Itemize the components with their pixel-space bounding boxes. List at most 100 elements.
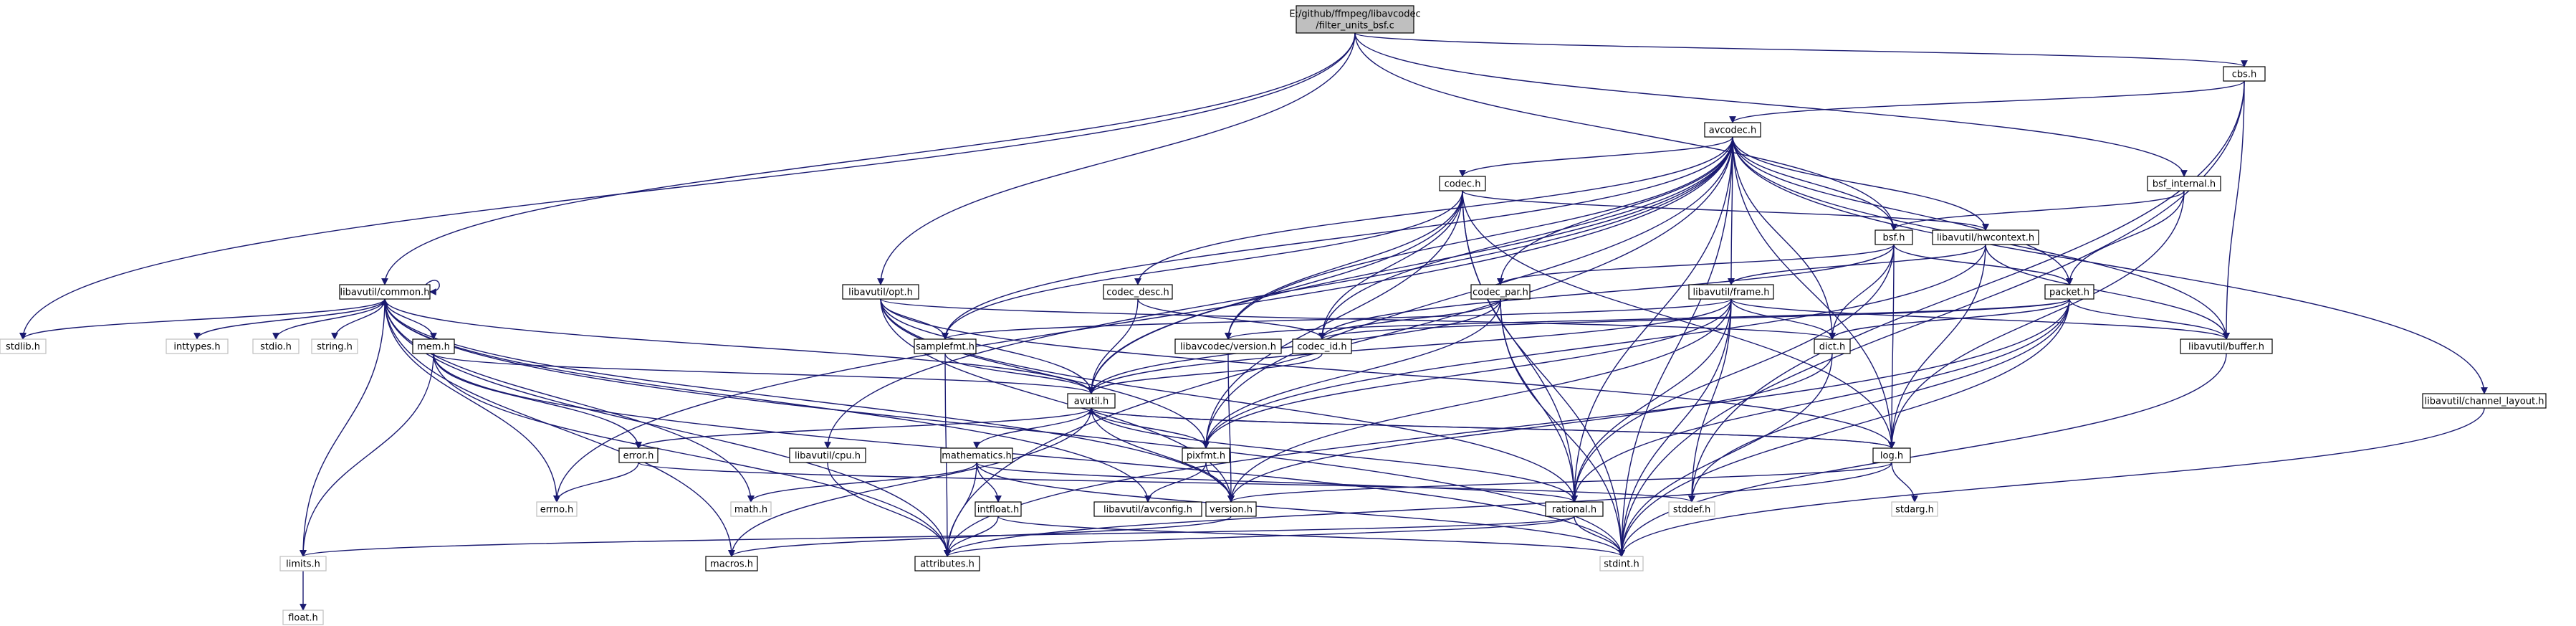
- node-mem-h[interactable]: mem.h: [412, 338, 455, 354]
- node-e-github-ffmpeg-libavcodec-filter-units-bsf-c[interactable]: E:/github/ffmpeg/libavcodec/filter_units…: [1289, 5, 1421, 34]
- node-cbs-h[interactable]: cbs.h: [2223, 66, 2266, 82]
- node-label: libavcodec/version.h: [1180, 342, 1276, 353]
- edge-codec_par-to-rational: [1500, 298, 1578, 503]
- node-attributes-h[interactable]: attributes.h: [914, 556, 980, 572]
- edge-codec-to-codec_id: [1318, 190, 1463, 340]
- node-codec-desc-h[interactable]: codec_desc.h: [1103, 284, 1173, 300]
- edge-root-to-stdlib: [19, 32, 1356, 340]
- node-limits-h: limits.h: [279, 556, 327, 572]
- node-label: limits.h: [286, 559, 320, 570]
- node-box: [1668, 501, 1715, 517]
- edge-error-to-stddef: [638, 462, 1695, 503]
- edge-bsf-to-codec_par: [1497, 244, 1895, 285]
- node-label: error.h: [623, 451, 654, 462]
- node-label: codec_par.h: [1473, 288, 1528, 298]
- node-box: [1093, 501, 1202, 517]
- node-box: [789, 447, 866, 463]
- node-label: libavutil/cpu.h: [795, 451, 861, 462]
- edge-log-to-attributes: [944, 462, 1892, 557]
- edge-packet-to-version_avc: [1225, 298, 2070, 340]
- edge-avutil-to-version: [1091, 407, 1235, 503]
- node-intfloat-h[interactable]: intfloat.h: [975, 501, 1022, 517]
- node-mathematics-h[interactable]: mathematics.h: [940, 447, 1013, 463]
- edge-common-to-stdint: [384, 298, 1625, 557]
- node-version-h[interactable]: version.h: [1205, 501, 1257, 517]
- node-label: codec_id.h: [1297, 342, 1346, 353]
- node-box: [1688, 284, 1774, 300]
- node-libavutil-frame-h[interactable]: libavutil/frame.h: [1688, 284, 1774, 300]
- node-label: stdint.h: [1604, 559, 1639, 570]
- node-libavutil-common-h[interactable]: libavutil/common.h: [339, 284, 431, 300]
- node-rational-h[interactable]: rational.h: [1545, 501, 1604, 517]
- node-box: [730, 501, 772, 517]
- node-label: intfloat.h: [977, 505, 1020, 516]
- edge-packet-to-stddef: [1688, 298, 2070, 503]
- node-libavutil-channel-layout-h[interactable]: libavutil/channel_layout.h: [2422, 393, 2547, 409]
- edge-codec-to-version_avc: [1225, 190, 1463, 340]
- node-label: pixfmt.h: [1187, 451, 1225, 462]
- edge-avcodec-to-dict: [1732, 136, 1836, 340]
- node-bsf-internal-h[interactable]: bsf_internal.h: [2147, 176, 2221, 191]
- node-codec-par-h[interactable]: codec_par.h: [1470, 284, 1531, 300]
- node-stdint-h: stdint.h: [1599, 556, 1644, 572]
- edge-avcodec-to-hwcontext: [1732, 136, 1989, 231]
- node-libavutil-avconfig-h[interactable]: libavutil/avconfig.h: [1093, 501, 1202, 517]
- node-avutil-h[interactable]: avutil.h: [1067, 393, 1116, 409]
- node-pixfmt-h[interactable]: pixfmt.h: [1182, 447, 1230, 463]
- node-label: stdio.h: [260, 342, 292, 353]
- node-box: [2223, 66, 2266, 82]
- node-error-h[interactable]: error.h: [618, 447, 659, 463]
- node-box: [618, 447, 659, 463]
- node-box: [940, 447, 1013, 463]
- edge-hwcontext-to-pixfmt: [1202, 244, 1986, 449]
- edge-root-to-cbs: [1354, 32, 2248, 67]
- node-box: [1599, 556, 1644, 572]
- edge-pixfmt-to-avconfig: [1144, 462, 1207, 503]
- node-libavutil-hwcontext-h[interactable]: libavutil/hwcontext.h: [1932, 229, 2039, 245]
- edge-avutil-to-pixfmt: [1091, 407, 1210, 449]
- edge-frame-to-stddef: [1688, 298, 1732, 503]
- node-inttypes-h: inttypes.h: [166, 338, 229, 354]
- edge-avutil-to-rational: [1091, 407, 1578, 503]
- node-box: [339, 284, 431, 300]
- node-libavutil-cpu-h[interactable]: libavutil/cpu.h: [789, 447, 866, 463]
- edge-cbs-to-avcodec: [1729, 80, 2245, 123]
- edge-log-to-stdarg: [1891, 462, 1918, 503]
- node-bsf-h[interactable]: bsf.h: [1874, 229, 1913, 245]
- node-macros-h[interactable]: macros.h: [705, 556, 758, 572]
- edge-codec-to-avutil: [1088, 190, 1463, 394]
- edge-common-to-limits: [300, 298, 386, 557]
- edge-mathematics-to-intfloat: [976, 462, 1002, 503]
- node-libavutil-opt-h[interactable]: libavutil/opt.h: [842, 284, 919, 300]
- edge-frame-to-pixfmt: [1202, 298, 1732, 449]
- node-label: stdlib.h: [6, 342, 40, 353]
- edge-avcodec-to-codec_desc: [1134, 136, 1733, 285]
- edge-codec_desc-to-codec_id: [1137, 298, 1326, 340]
- node-dict-h[interactable]: dict.h: [1814, 338, 1851, 354]
- node-box: [412, 338, 455, 354]
- edge-codec_desc-to-avutil: [1088, 298, 1139, 394]
- node-codec-h[interactable]: codec.h: [1439, 176, 1486, 191]
- edge-codec-to-hwcontext: [1462, 190, 1989, 231]
- edge-bsf-to-rational: [1571, 244, 1895, 503]
- node-log-h[interactable]: log.h: [1872, 447, 1911, 463]
- edge-common-to-macros: [384, 298, 735, 557]
- edge-frame-to-samplefmt: [942, 298, 1732, 340]
- node-label: macros.h: [710, 559, 753, 570]
- node-label: cbs.h: [2232, 70, 2257, 80]
- node-avcodec-h[interactable]: avcodec.h: [1704, 122, 1761, 138]
- edge-common-to-stdio: [272, 298, 386, 340]
- node-samplefmt-h[interactable]: samplefmt.h: [914, 338, 977, 354]
- node-codec-id-h[interactable]: codec_id.h: [1292, 338, 1352, 354]
- node-libavutil-buffer-h[interactable]: libavutil/buffer.h: [2180, 338, 2273, 354]
- edge-common-to-common: [425, 280, 440, 295]
- node-packet-h[interactable]: packet.h: [2044, 284, 2094, 300]
- edge-mem-to-attributes: [433, 353, 951, 557]
- node-label: log.h: [1880, 451, 1903, 462]
- node-label: libavutil/frame.h: [1693, 288, 1770, 298]
- edge-frame-to-version: [1227, 298, 1732, 503]
- edge-root-to-bsf: [1354, 32, 1897, 231]
- node-box: [311, 338, 358, 354]
- node-libavcodec-version-h[interactable]: libavcodec/version.h: [1174, 338, 1282, 354]
- node-box: [166, 338, 229, 354]
